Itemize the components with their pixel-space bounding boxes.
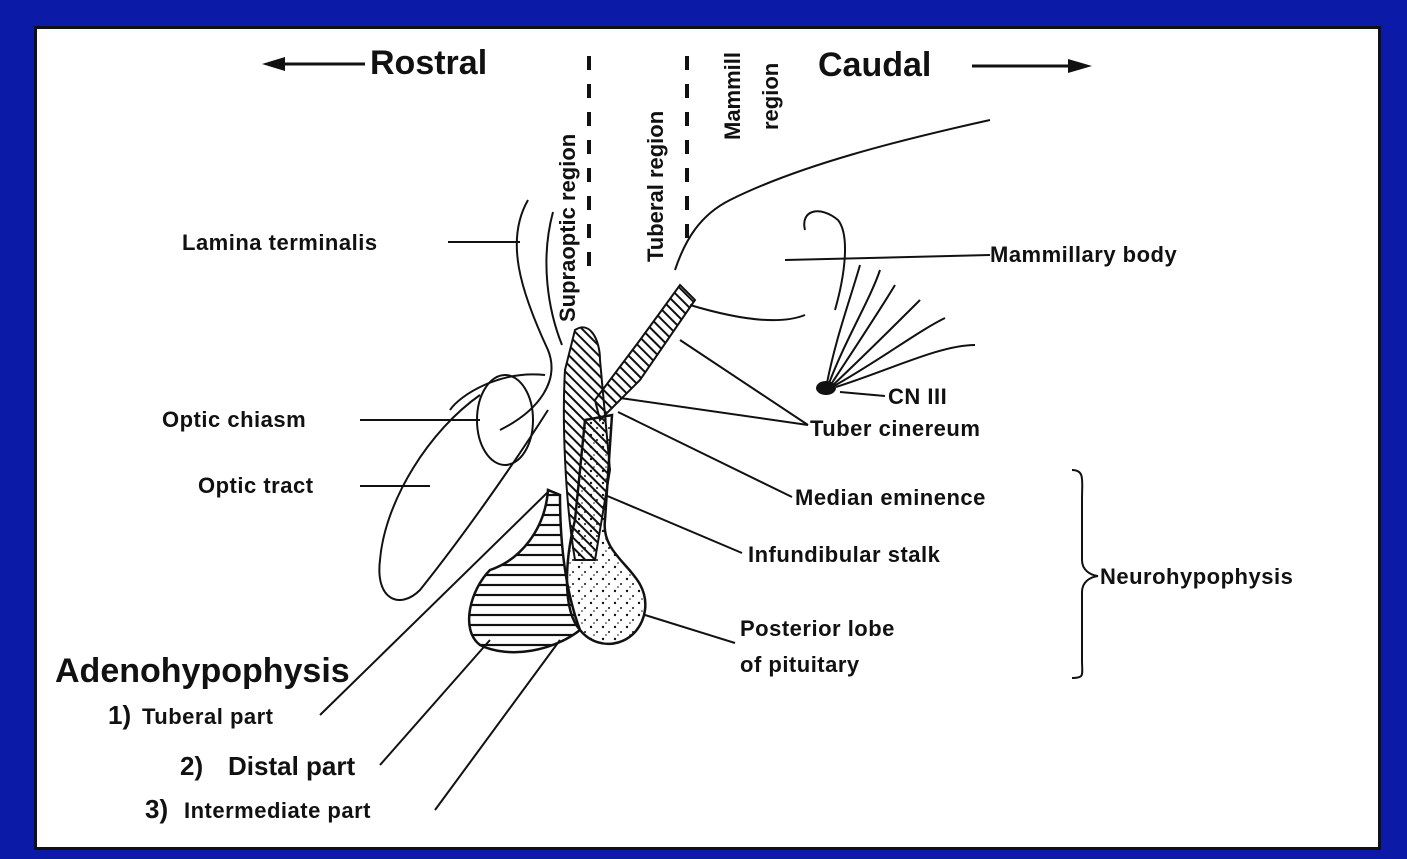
part-1-number: 1) [108, 700, 131, 730]
infundibular-stalk-label: Infundibular stalk [748, 542, 941, 567]
region-dividers [589, 56, 687, 280]
part-2-number: 2) [180, 751, 203, 781]
optic-tract-label: Optic tract [198, 473, 314, 498]
tuberal-region-label: Tuberal region [643, 111, 668, 262]
caudal-label: Caudal [818, 46, 931, 84]
part-3-number: 3) [145, 794, 168, 824]
mammillary-region-label-1: Mammill [720, 52, 745, 140]
supraoptic-region-label: Supraoptic region [555, 134, 580, 322]
posterior-lobe-label-2: of pituitary [740, 652, 860, 677]
median-eminence-label: Median eminence [795, 485, 986, 510]
tuber-cinereum-label: Tuber cinereum [810, 416, 980, 441]
part-3-name: Intermediate part [184, 798, 371, 823]
mammillary-body-label: Mammillary body [990, 242, 1177, 267]
mammillary-region-label-2: region [758, 63, 783, 130]
posterior-lobe-label-1: Posterior lobe [740, 616, 895, 641]
part-2-name: Distal part [228, 751, 355, 781]
cn-iii-label: CN III [888, 384, 947, 409]
rostral-label: Rostral [370, 44, 487, 82]
tuber-cinereum-hatch [595, 285, 695, 420]
caudal-arrow [972, 59, 1092, 73]
neurohypophysis-brace [1072, 470, 1098, 678]
part-1-name: Tuberal part [142, 704, 274, 729]
optic-chiasm-label: Optic chiasm [162, 407, 306, 432]
neurohypophysis-label: Neurohypophysis [1100, 564, 1293, 589]
adenohypophysis-title: Adenohypophysis [55, 652, 350, 690]
cn-iii-fibers [816, 265, 975, 395]
lamina-terminalis-label: Lamina terminalis [182, 230, 378, 255]
rostral-arrow [262, 57, 365, 71]
